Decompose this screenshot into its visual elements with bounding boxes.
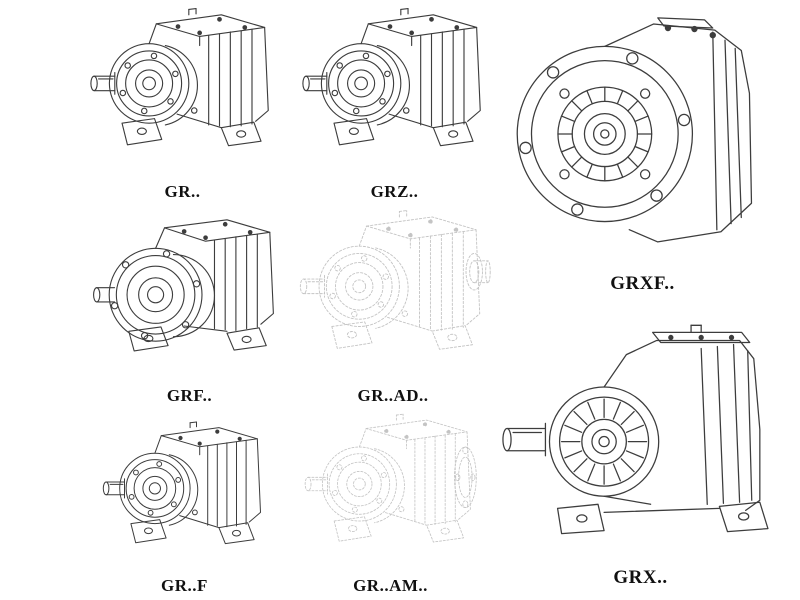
caption-grxf: GRXF.. <box>610 273 675 294</box>
figure-grxf: GRXF.. <box>505 0 780 296</box>
caption-gr-ad: GR..AD.. <box>357 386 429 405</box>
figure-gr-f: GR..F <box>82 418 287 598</box>
caption-gr-f: GR..F <box>161 576 208 595</box>
figure-grx: GRX.. <box>498 298 783 590</box>
gear-unit-gr-drawing-icon <box>80 4 285 180</box>
gear-unit-gr-f-drawing-icon <box>82 418 287 574</box>
figure-grz: GRZ.. <box>292 4 497 204</box>
figure-gr: GR.. <box>80 4 285 204</box>
caption-gr-am: GR..AM.. <box>353 576 428 595</box>
figure-gr-ad: GR..AD.. <box>288 206 498 408</box>
caption-grf: GRF.. <box>166 386 213 405</box>
figure-gr-am: GR..AM.. <box>288 410 493 598</box>
caption-gr: GR.. <box>164 182 201 201</box>
figure-grf: GRF.. <box>82 210 297 408</box>
caption-grz: GRZ.. <box>370 182 419 201</box>
gear-unit-grxf-drawing-icon <box>505 0 780 272</box>
gear-unit-grf-drawing-icon <box>82 210 297 384</box>
gear-unit-grx-drawing-icon <box>498 298 783 566</box>
caption-grx: GRX.. <box>613 567 668 588</box>
gear-unit-gr-am-drawing-icon <box>288 410 477 574</box>
gear-unit-grz-drawing-icon <box>292 4 497 180</box>
gear-unit-gr-ad-drawing-icon <box>288 206 491 384</box>
